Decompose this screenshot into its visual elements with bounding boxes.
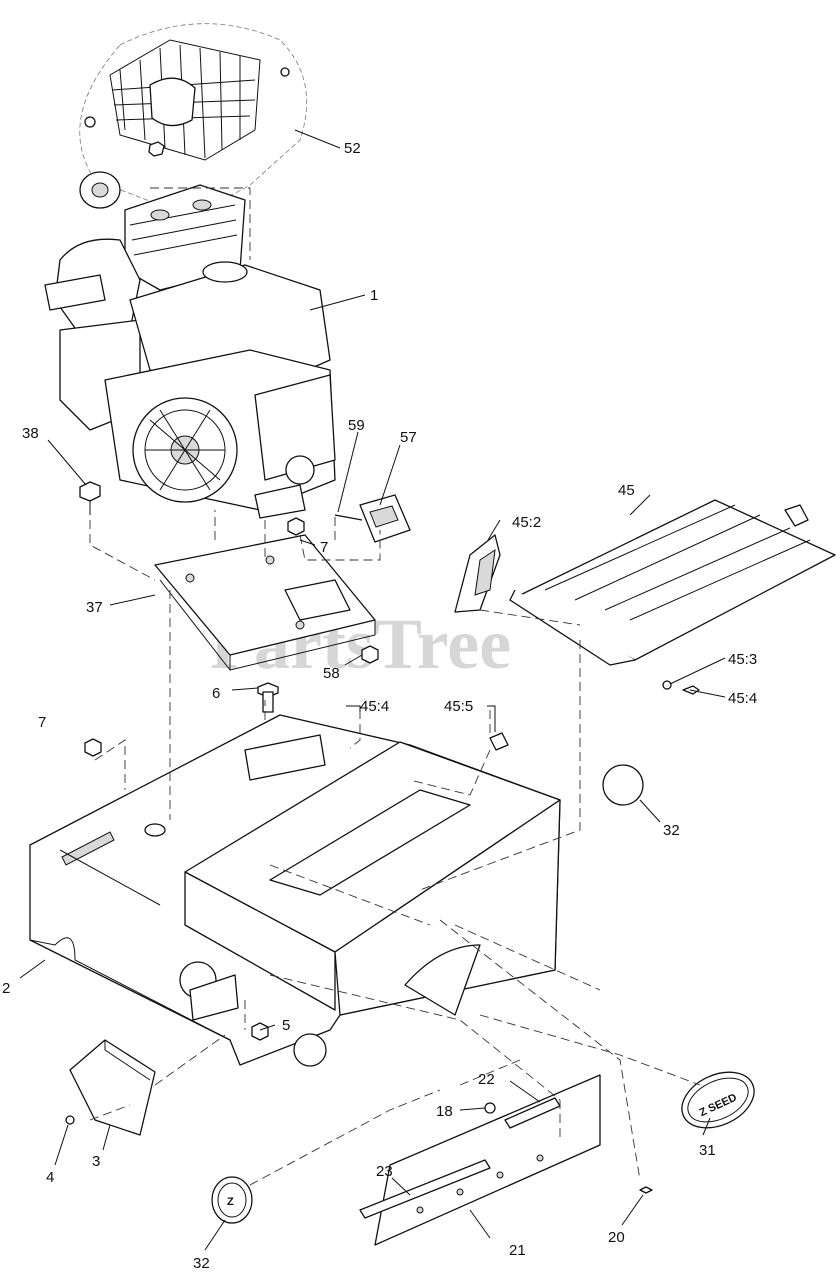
engine-group — [44, 184, 336, 519]
screw-20 — [639, 1186, 653, 1194]
callout-32-bottom: 32 — [193, 1255, 210, 1272]
callout-57: 57 — [400, 429, 417, 446]
callout-22: 22 — [478, 1071, 495, 1088]
leader-lines — [19, 129, 726, 1251]
screw-4 — [65, 1115, 75, 1125]
regulator-57 — [359, 494, 411, 543]
screw-59 — [334, 514, 363, 521]
fuel-cap — [202, 261, 248, 283]
callout-5: 5 — [282, 1017, 290, 1034]
strip-23 — [359, 1159, 491, 1219]
callout-45-4-left: 45:4 — [360, 698, 389, 715]
nut-7-upper — [287, 517, 305, 536]
callout-52: 52 — [344, 140, 361, 157]
latch-45-2 — [454, 534, 501, 613]
callout-38: 38 — [22, 425, 39, 442]
callout-45-5: 45:5 — [444, 698, 473, 715]
guard-screw-right — [280, 67, 290, 77]
callout-23: 23 — [376, 1163, 393, 1180]
callout-58: 58 — [323, 665, 340, 682]
frame-inner-slot — [269, 789, 471, 896]
callout-59: 59 — [348, 417, 365, 434]
callout-6: 6 — [212, 685, 220, 702]
engine-control — [285, 455, 315, 485]
callout-3: 3 — [92, 1153, 100, 1170]
callout-21: 21 — [509, 1242, 526, 1259]
callouts: 52 1 38 59 57 45 45:2 7 37 58 6 45:3 45:… — [2, 140, 757, 1272]
frame-engine-cutout — [244, 734, 326, 781]
assembly-lines — [89, 187, 701, 1186]
callout-45-4-right: 45:4 — [728, 690, 757, 707]
callout-45-2: 45:2 — [512, 514, 541, 531]
callout-7-upper: 7 — [320, 539, 328, 556]
callout-37: 37 — [86, 599, 103, 616]
callout-45: 45 — [618, 482, 635, 499]
recoil-handle — [44, 274, 106, 311]
frame-decal — [61, 831, 115, 866]
guard-fastener — [148, 141, 165, 157]
air-cleaner-guard-group — [79, 23, 308, 209]
carburetor-side — [254, 374, 336, 481]
zseed-badge-31: Z SEED — [681, 1071, 755, 1129]
guard-dashed-envelope — [79, 23, 308, 207]
callout-45-3: 45:3 — [728, 651, 757, 668]
deflector-3 — [69, 1039, 156, 1136]
warning-decal — [189, 974, 239, 1021]
bolt-38 — [79, 481, 101, 515]
callout-4: 4 — [46, 1169, 54, 1186]
frame-port-bottom — [293, 1033, 327, 1067]
nut-58 — [361, 645, 379, 664]
gasket-washer — [79, 171, 121, 209]
guard-nut-left — [84, 116, 96, 128]
wire-guard — [109, 39, 261, 161]
nut-5 — [251, 1022, 269, 1041]
callout-2: 2 — [2, 980, 10, 997]
callout-31: 31 — [699, 1142, 716, 1159]
main-frame-2 — [29, 714, 561, 1067]
z-badge-text: Z — [227, 1196, 234, 1208]
callout-20: 20 — [608, 1229, 625, 1246]
engine-mount-plate — [154, 534, 376, 671]
hopper-lid-45 — [509, 499, 836, 666]
frame-side-opening — [404, 944, 481, 1016]
skirt-21 — [374, 1074, 601, 1246]
washer-45-3 — [662, 680, 672, 690]
callout-18: 18 — [436, 1103, 453, 1120]
callout-7-lower: 7 — [38, 714, 46, 731]
nut-7-lower — [84, 738, 102, 757]
bolt-6 — [257, 682, 279, 713]
clip-45-5 — [489, 732, 509, 751]
engine-base-foot — [254, 484, 306, 519]
plug-32-right — [602, 764, 644, 806]
callout-1: 1 — [370, 287, 378, 304]
z-badge-32: Z — [211, 1176, 253, 1224]
callout-32-right: 32 — [663, 822, 680, 839]
nut-18 — [484, 1102, 496, 1114]
